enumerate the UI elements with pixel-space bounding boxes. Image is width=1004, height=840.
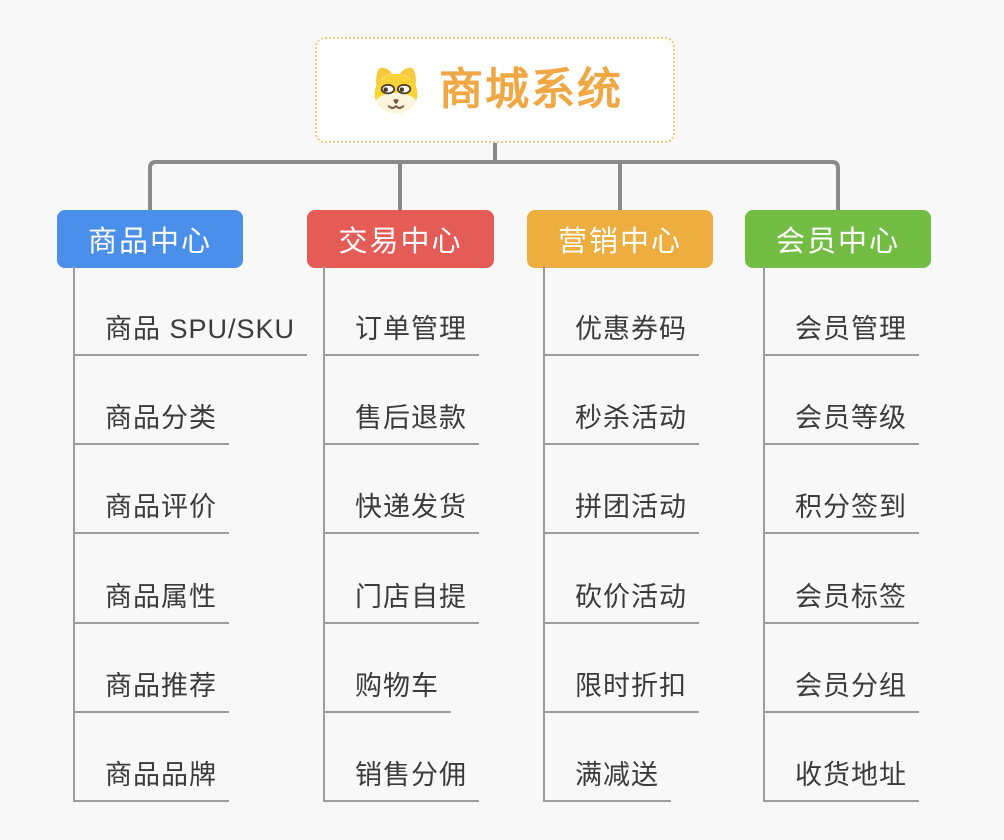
branch-spine-marketing: 优惠券码 秒杀活动 拼团活动 砍价活动 限时折扣 满减送 bbox=[543, 266, 699, 802]
subtopic[interactable]: 会员分组 bbox=[763, 669, 919, 713]
subtopic[interactable]: 积分签到 bbox=[763, 490, 919, 534]
subtopic[interactable]: 快递发货 bbox=[323, 490, 479, 534]
subtopic[interactable]: 订单管理 bbox=[323, 312, 479, 356]
branch-topic-trade-center[interactable]: 交易中心 bbox=[307, 210, 494, 268]
subtopic[interactable]: 砍价活动 bbox=[543, 580, 699, 624]
subtopic[interactable]: 商品评价 bbox=[73, 490, 229, 534]
branch-topic-product-center[interactable]: 商品中心 bbox=[57, 210, 243, 268]
subtopic[interactable]: 会员等级 bbox=[763, 401, 919, 445]
subtopic[interactable]: 售后退款 bbox=[323, 401, 479, 445]
subtopic[interactable]: 商品推荐 bbox=[73, 669, 229, 713]
branch-topic-member-center[interactable]: 会员中心 bbox=[745, 210, 931, 268]
branch-label: 营销中心 bbox=[557, 226, 682, 258]
subtopic[interactable]: 满减送 bbox=[543, 758, 671, 802]
subtopic[interactable]: 商品 SPU/SKU bbox=[73, 312, 308, 356]
dog-face-icon bbox=[367, 64, 425, 116]
branch-bracket-line bbox=[148, 160, 840, 212]
subtopic[interactable]: 会员管理 bbox=[763, 312, 919, 356]
root-topic[interactable]: 商城系统 bbox=[315, 37, 675, 143]
subtopic[interactable]: 门店自提 bbox=[323, 580, 479, 624]
subtopic[interactable]: 会员标签 bbox=[763, 580, 919, 624]
subtopic[interactable]: 优惠券码 bbox=[543, 312, 699, 356]
branch-spine-trade: 订单管理 售后退款 快递发货 门店自提 购物车 销售分佣 bbox=[323, 266, 479, 802]
subtopic[interactable]: 商品分类 bbox=[73, 401, 229, 445]
subtopic[interactable]: 秒杀活动 bbox=[543, 401, 699, 445]
branch-label: 商品中心 bbox=[87, 226, 212, 258]
subtopic[interactable]: 销售分佣 bbox=[323, 758, 479, 802]
branch-label: 会员中心 bbox=[775, 226, 900, 258]
branch-spine-member: 会员管理 会员等级 积分签到 会员标签 会员分组 收货地址 bbox=[763, 266, 919, 802]
root-topic-title: 商城系统 bbox=[439, 65, 623, 114]
branch-spine-product: 商品 SPU/SKU 商品分类 商品评价 商品属性 商品推荐 商品品牌 bbox=[73, 266, 308, 802]
subtopic[interactable]: 商品属性 bbox=[73, 580, 229, 624]
subtopic[interactable]: 限时折扣 bbox=[543, 669, 699, 713]
subtopic[interactable]: 拼团活动 bbox=[543, 490, 699, 534]
branch-label: 交易中心 bbox=[338, 226, 463, 258]
subtopic[interactable]: 收货地址 bbox=[763, 758, 919, 802]
branch-topic-marketing-center[interactable]: 营销中心 bbox=[527, 210, 713, 268]
subtopic[interactable]: 购物车 bbox=[323, 669, 451, 713]
subtopic[interactable]: 商品品牌 bbox=[73, 758, 229, 802]
